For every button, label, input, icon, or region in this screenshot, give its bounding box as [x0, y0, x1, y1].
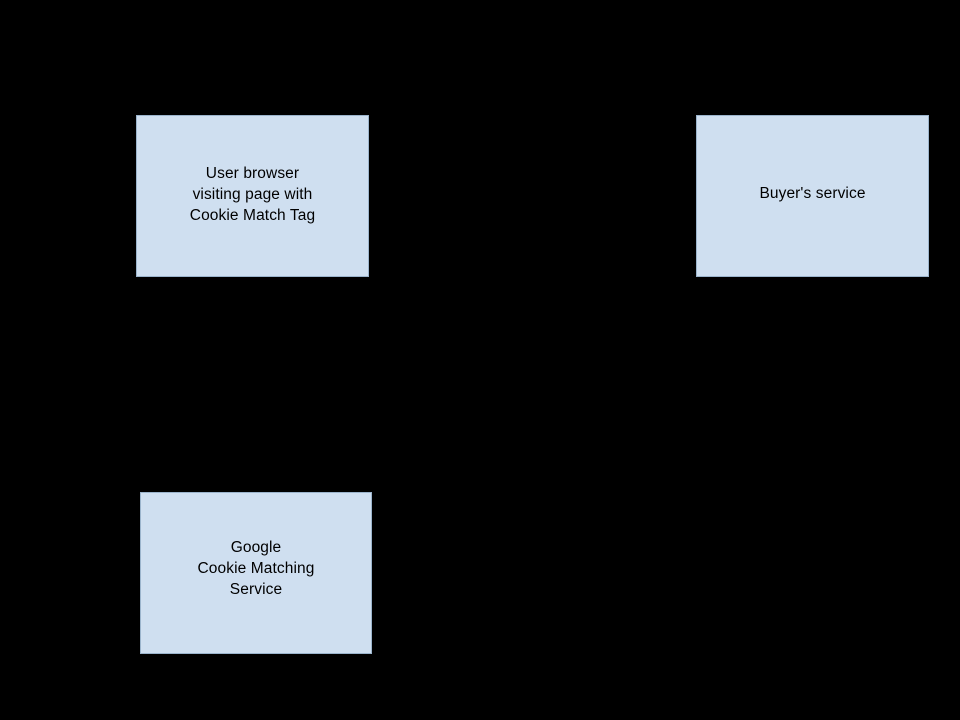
node-google-cookie-matching[interactable]: Google Cookie Matching Service	[140, 492, 372, 654]
node-buyers-service[interactable]: Buyer's service	[696, 115, 929, 277]
node-buyers-service-label: Buyer's service	[759, 184, 866, 202]
node-user-browser[interactable]: User browser visiting page with Cookie M…	[136, 115, 369, 277]
node-user-browser-label: User browser visiting page with Cookie M…	[189, 164, 316, 224]
node-google-cookie-matching-label: Google Cookie Matching Service	[197, 538, 315, 598]
